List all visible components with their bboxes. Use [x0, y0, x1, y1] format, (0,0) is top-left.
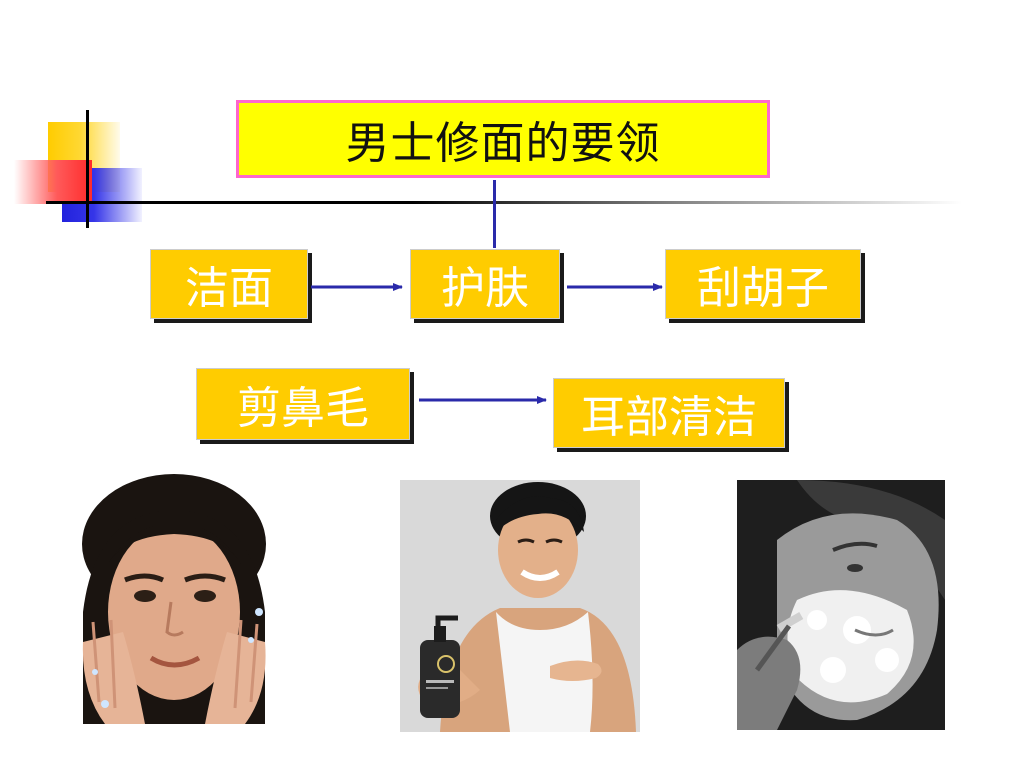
- step-cleanse: 洁面: [150, 249, 308, 319]
- step-nose-hair: 剪鼻毛: [196, 368, 410, 440]
- photo-shaving: [737, 480, 945, 730]
- slide-title: 男士修面的要领: [236, 100, 770, 178]
- title-connector: [493, 180, 496, 248]
- photo-applying-skincare: [400, 480, 640, 732]
- corner-ornament-vertical-line: [86, 110, 89, 228]
- photo-face-washing: [75, 472, 273, 724]
- header-divider-line: [46, 201, 962, 204]
- step-ear-clean: 耳部清洁: [553, 378, 785, 448]
- step-skincare: 护肤: [410, 249, 560, 319]
- step-shave: 刮胡子: [665, 249, 861, 319]
- corner-ornament-red-square: [14, 160, 92, 204]
